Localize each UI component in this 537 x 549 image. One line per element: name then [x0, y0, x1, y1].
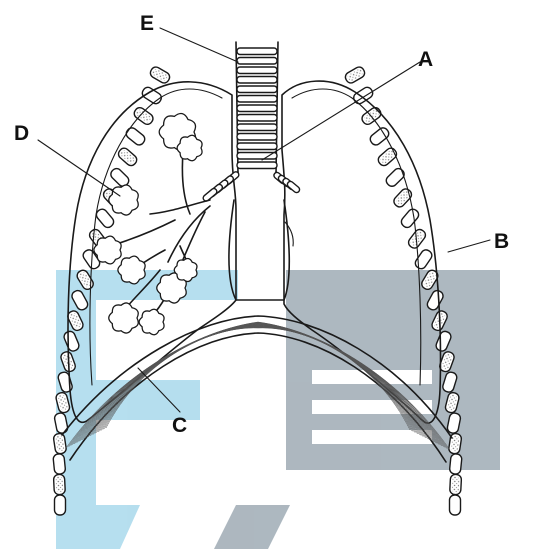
watermark-grey-slant: [214, 505, 290, 549]
trachea-ring: [237, 67, 277, 74]
trachea: [236, 42, 278, 175]
watermark-grey-shape: [286, 270, 500, 470]
trachea-ring: [237, 48, 277, 55]
leader-line-e: [160, 28, 238, 62]
rib-segment: [94, 207, 115, 229]
trachea-ring: [237, 77, 277, 84]
alveolus-cluster: [177, 135, 202, 160]
trachea-ring: [237, 134, 277, 141]
rib-segment: [368, 126, 390, 147]
leader-line-a: [262, 62, 420, 160]
label-e: E: [140, 12, 154, 35]
alveolus-cluster: [94, 236, 121, 264]
trachea-ring: [237, 96, 277, 103]
rib-segment: [124, 126, 146, 147]
mediastinum: [229, 200, 289, 300]
label-a: A: [418, 48, 433, 71]
bronchus-ring: [286, 180, 301, 194]
rib-segment: [53, 433, 67, 454]
rib-segment: [53, 454, 66, 475]
rib-segment: [449, 454, 462, 475]
label-c: C: [172, 414, 187, 437]
trachea-ring: [237, 86, 277, 93]
leader-line-d: [38, 140, 120, 196]
rib-segment: [413, 248, 433, 271]
rib-segment: [116, 146, 138, 167]
rib-segment: [53, 474, 65, 495]
rib-segment: [376, 146, 398, 167]
rib-segment: [450, 474, 462, 495]
label-d: D: [14, 122, 29, 145]
alveolus-cluster: [139, 309, 164, 334]
trachea-ring: [237, 143, 277, 150]
trachea-ring: [237, 162, 277, 169]
trachea-ring: [237, 124, 277, 131]
rib-segment: [399, 207, 420, 229]
alveolus-cluster: [109, 303, 138, 333]
rib-segment: [450, 495, 461, 515]
trachea-ring: [237, 115, 277, 122]
trachea-ring: [237, 105, 277, 112]
alveolus-cluster: [109, 185, 138, 215]
rib-segment: [384, 166, 406, 188]
rib-segment: [132, 106, 155, 127]
rib-segment: [344, 65, 367, 85]
rib-segment: [55, 495, 66, 515]
label-b: B: [494, 230, 509, 253]
trachea-ring: [237, 58, 277, 65]
trachea-ring: [237, 153, 277, 160]
alveolus-cluster: [174, 258, 197, 281]
leader-line-b: [448, 240, 490, 252]
rib-segment: [149, 65, 172, 85]
bronchi: [202, 171, 301, 203]
